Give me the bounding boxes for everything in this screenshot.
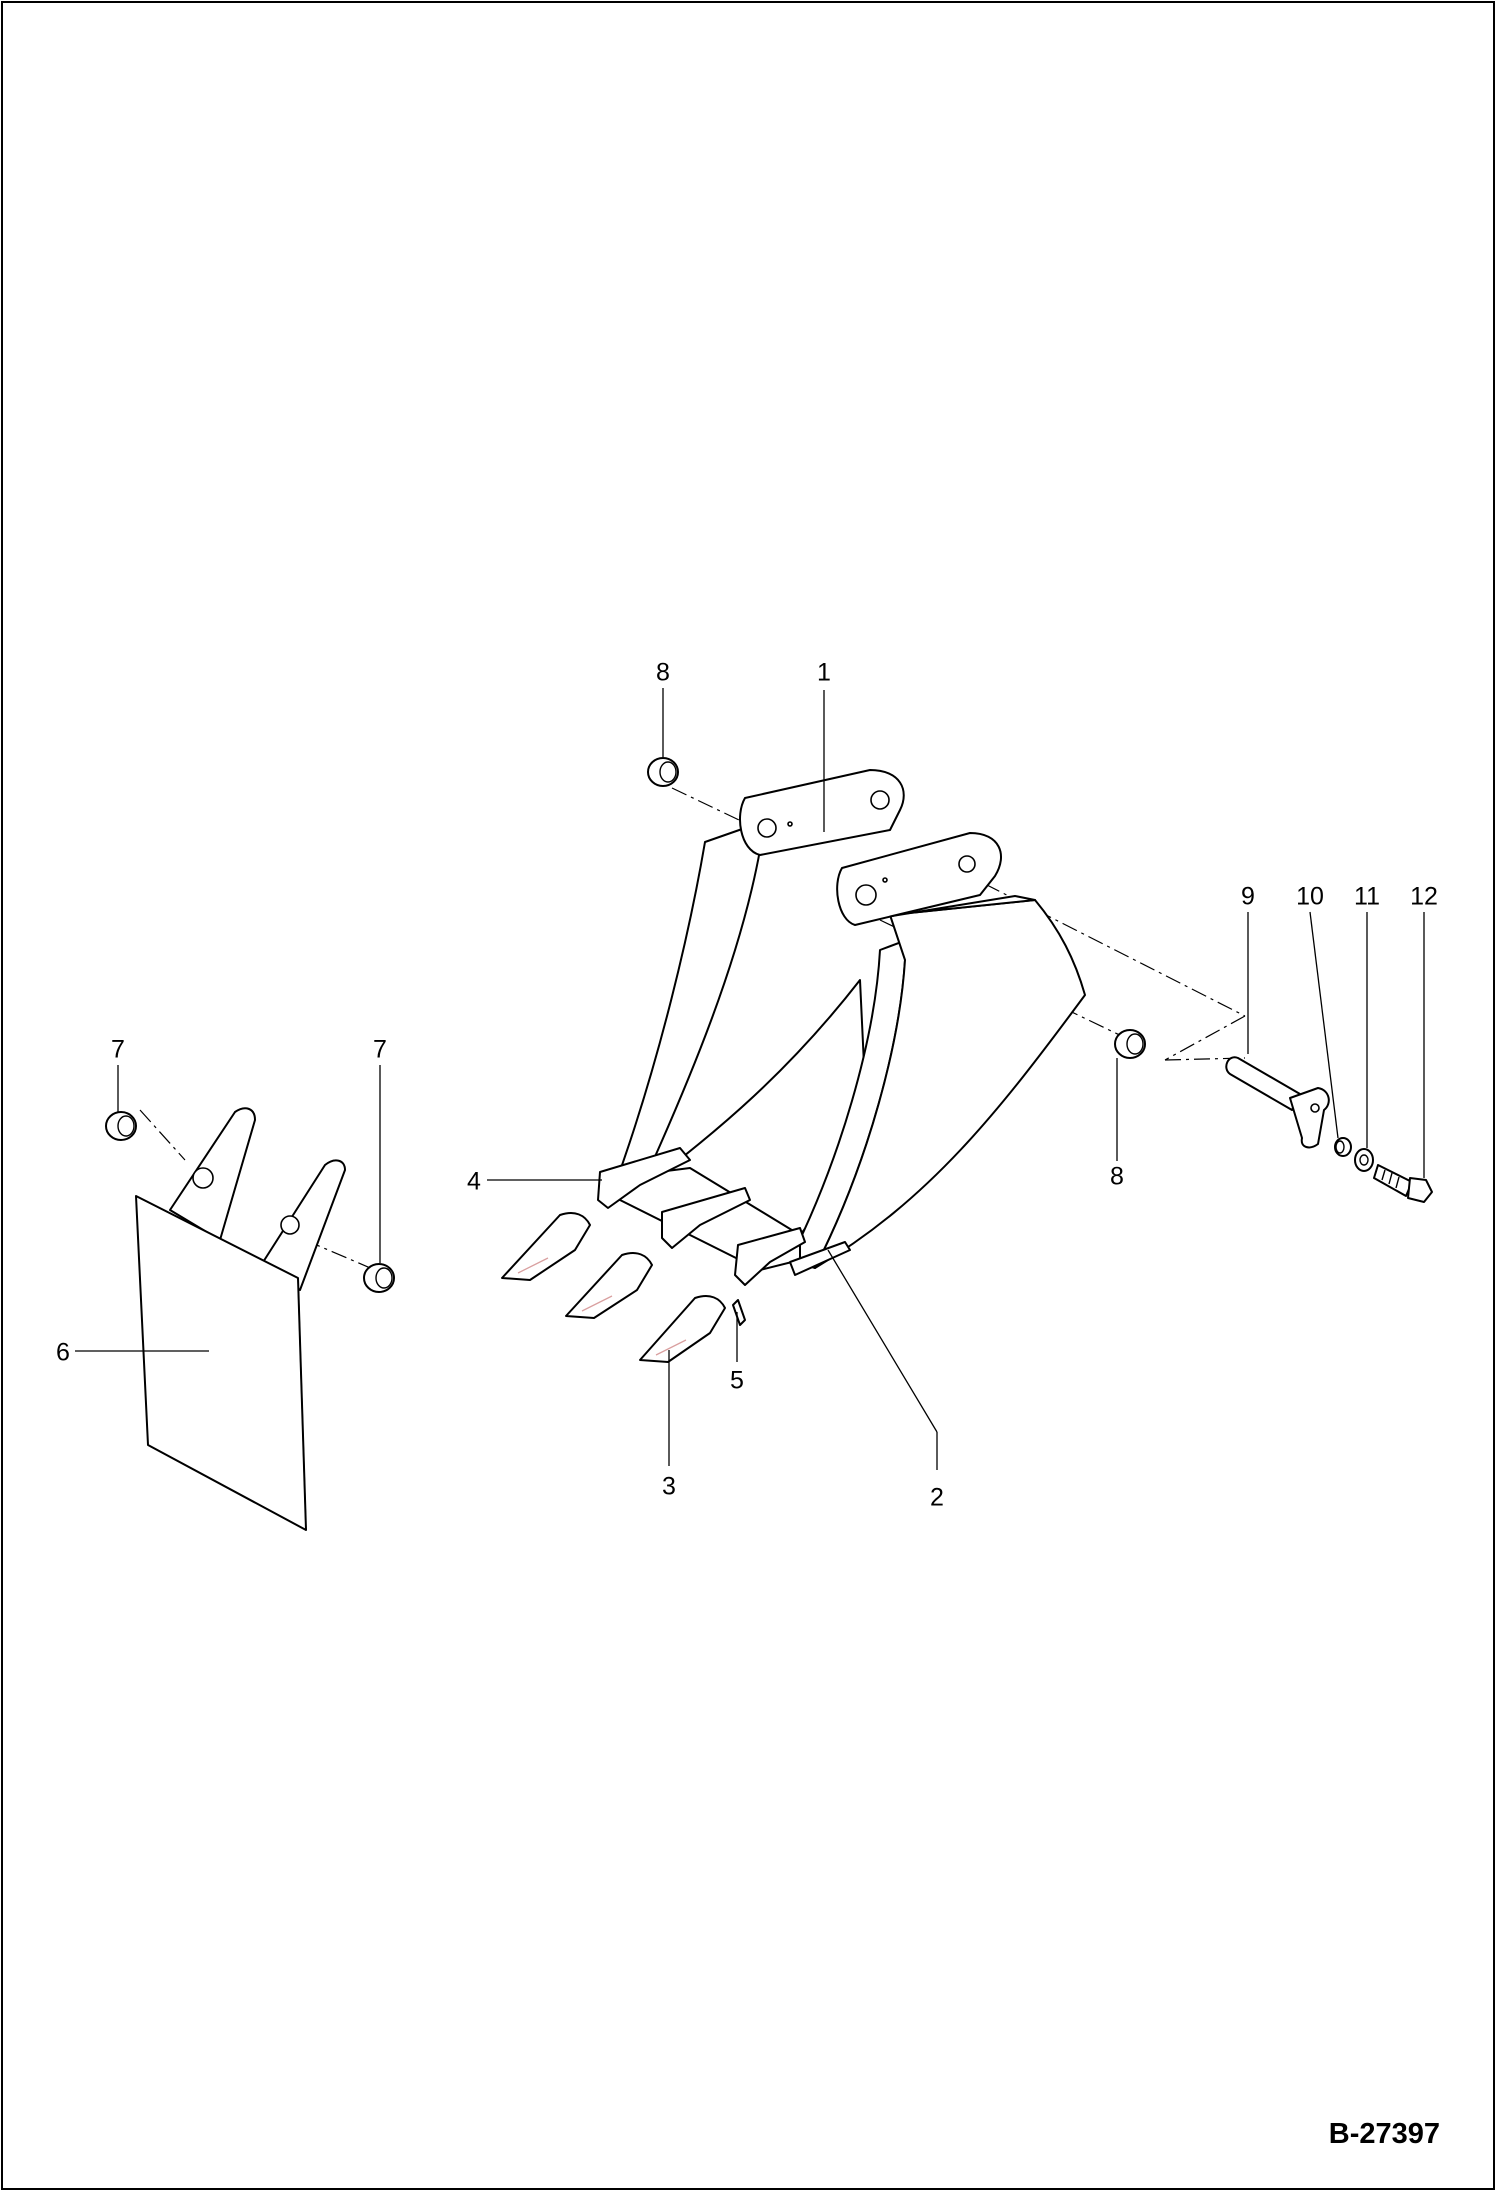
callout-1: 1 — [817, 658, 831, 687]
callout-12: 12 — [1410, 882, 1438, 911]
callout-5: 5 — [730, 1366, 744, 1395]
spacer — [1334, 1137, 1352, 1157]
callout-3: 3 — [662, 1472, 676, 1501]
bushing-8-top — [647, 757, 679, 787]
washer — [1354, 1148, 1374, 1172]
callout-8-top: 8 — [656, 658, 670, 687]
callout-8-right: 8 — [1110, 1162, 1124, 1191]
callout-7-right: 7 — [373, 1035, 387, 1064]
callout-6: 6 — [56, 1338, 70, 1367]
leader-lines — [75, 688, 1425, 1470]
callout-10: 10 — [1296, 882, 1324, 911]
clean-out-plate — [135, 1107, 346, 1531]
bucket-body — [597, 769, 1086, 1286]
tooth-1 — [501, 1212, 591, 1281]
callout-2: 2 — [930, 1483, 944, 1512]
callout-11: 11 — [1354, 882, 1380, 911]
bucket-pin — [1225, 1056, 1330, 1149]
callout-4: 4 — [467, 1167, 481, 1196]
bushing-7-left — [105, 1111, 137, 1141]
tooth-3 — [639, 1295, 726, 1363]
bolt — [1373, 1164, 1433, 1203]
bushing-7-right — [363, 1263, 395, 1293]
tooth-retainer-pin — [732, 1299, 746, 1326]
bushing-8-right — [1114, 1029, 1146, 1059]
drawing-number: B-27397 — [1328, 2118, 1440, 2150]
callout-7-left: 7 — [111, 1035, 125, 1064]
tooth-2 — [565, 1252, 653, 1319]
bucket-teeth — [501, 1212, 726, 1363]
callout-9: 9 — [1241, 882, 1255, 911]
